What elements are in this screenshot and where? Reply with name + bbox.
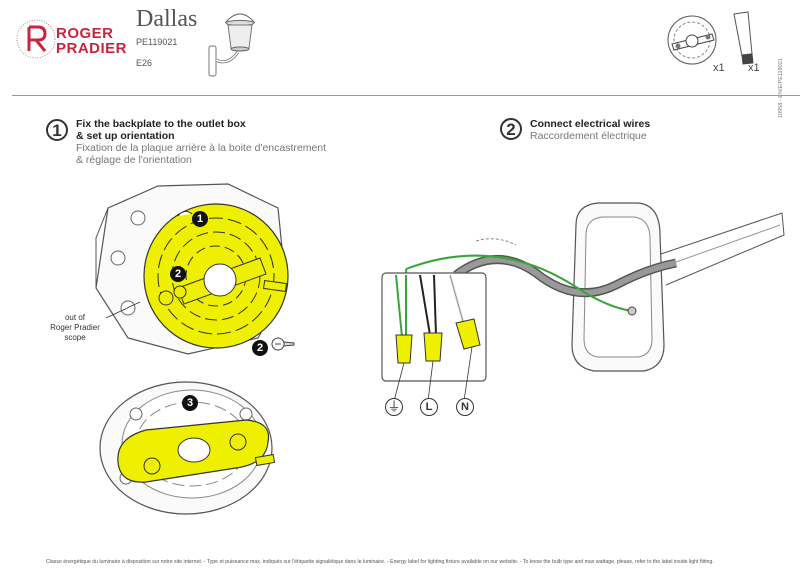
step-2-number: 2 — [500, 118, 522, 140]
callout-1: 1 — [192, 211, 208, 227]
wall-lantern-illustration — [208, 13, 256, 77]
backplate-quantity: x1 — [713, 62, 725, 74]
header-divider — [12, 95, 800, 96]
step-1-title-en-line2: & set up orientation — [76, 130, 175, 142]
step-1-title-en-line1: Fix the backplate to the outlet box — [76, 118, 246, 130]
step-2-title-en: Connect electrical wires — [530, 118, 651, 130]
outlet-box-orientation-illustration — [99, 381, 276, 515]
callout-2-screw: 2 — [252, 340, 268, 356]
out-of-scope-note: out of Roger Pradier scope — [44, 313, 106, 343]
line-symbol: L — [420, 398, 438, 416]
bulb-type: E26 — [136, 58, 153, 68]
step-1-number: 1 — [46, 119, 68, 141]
brand-logo: ROGER PRADIER — [14, 14, 127, 74]
grease-tube-quantity: x1 — [748, 62, 760, 74]
backplate-icon — [667, 15, 717, 65]
step-1-title-fr-line1: Fixation de la plaque arrière à la boite… — [76, 142, 327, 154]
callout-3: 3 — [182, 395, 198, 411]
note-leader-line — [105, 301, 141, 319]
note-line3: scope — [64, 333, 86, 342]
brand-name-line1: ROGER — [56, 25, 114, 42]
grease-tube-icon — [733, 11, 754, 65]
step-1-title-fr-line2: & réglage de l'orientation — [76, 154, 192, 166]
product-reference: PE119021 — [136, 37, 178, 47]
note-line2: Roger Pradier — [50, 323, 100, 332]
footer-disclaimer: Classe énergétique du luminaire à dispos… — [46, 559, 714, 565]
note-line1: out of — [64, 313, 85, 322]
product-title: Dallas — [136, 6, 198, 32]
brand-name-line2: PRADIER — [56, 40, 128, 57]
ground-symbol: ⏚ — [385, 398, 403, 416]
outlet-box-backplate-illustration — [95, 183, 289, 355]
logo-emblem-icon — [16, 19, 56, 59]
neutral-symbol: N — [456, 398, 474, 416]
screw-icon — [271, 337, 295, 351]
wiring-illustration — [381, 202, 785, 402]
callout-2-top: 2 — [170, 266, 186, 282]
document-code: 10958 - EN/E/PE119021 — [778, 58, 784, 118]
step-2-title-fr: Raccordement électrique — [530, 130, 647, 142]
